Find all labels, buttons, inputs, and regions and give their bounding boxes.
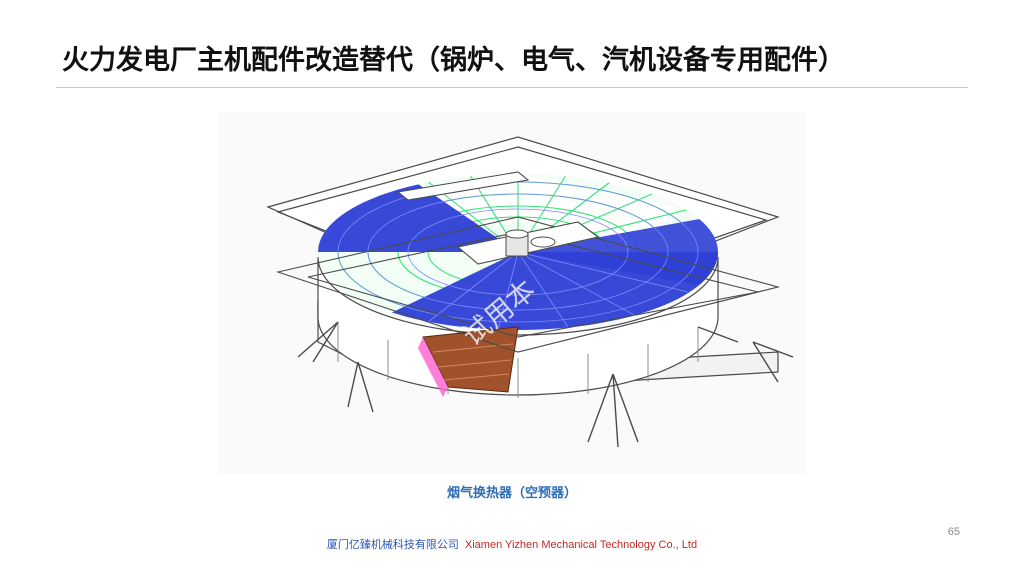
- heating-element-baskets: [418, 326, 519, 397]
- center-hub: [505, 229, 556, 257]
- footer: 厦门亿臻机械科技有限公司 Xiamen Yizhen Mechanical Tec…: [0, 536, 1024, 552]
- company-name-cn: 厦门亿臻机械科技有限公司: [326, 538, 459, 551]
- slide-title: 火力发电厂主机配件改造替代（锅炉、电气、汽机设备专用配件）: [62, 45, 845, 76]
- figure-caption: 烟气换热器（空预器）: [446, 486, 577, 501]
- air-preheater-illustration: 试用本: [218, 112, 806, 474]
- company-name-en: Xiamen Yizhen Mechanical Technology Co.,…: [464, 539, 698, 551]
- title-divider: [56, 87, 968, 88]
- page-number: 65: [947, 526, 960, 538]
- support-legs: [297, 321, 794, 448]
